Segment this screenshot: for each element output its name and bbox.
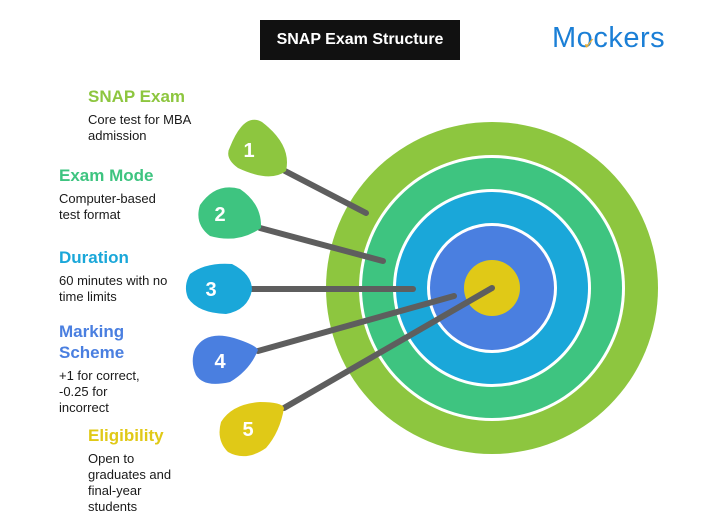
logo-o: o✓	[576, 22, 597, 55]
item-marking-scheme: Marking Scheme +1 for correct, -0.25 for…	[59, 321, 159, 416]
logo-part-2: ckers	[593, 22, 666, 54]
dart-number-3: 3	[205, 279, 216, 301]
dart-number-1: 1	[243, 140, 254, 162]
dart-shaft-2	[257, 225, 386, 264]
dart-flight-5	[219, 402, 284, 457]
item-description: Computer-based test format	[59, 191, 156, 222]
dart-number-4: 4	[214, 351, 226, 373]
dart-flight-2	[198, 187, 262, 239]
logo-part-1: M	[552, 22, 577, 54]
page-title: SNAP Exam Structure	[260, 20, 460, 60]
logo-part-o: o	[576, 22, 594, 54]
dart-shaft-5	[281, 285, 495, 411]
dart-number-5: 5	[242, 419, 253, 441]
item-description: Open to graduates and final-year student…	[88, 451, 172, 514]
item-description: +1 for correct, -0.25 for incorrect	[59, 368, 140, 415]
dart-flight-1	[228, 119, 287, 177]
page-title-text: SNAP Exam Structure	[276, 31, 444, 48]
dart-shaft-4	[255, 293, 457, 354]
check-icon: ✓	[582, 36, 597, 53]
item-heading: Eligibility	[88, 426, 164, 445]
dart-flight-3	[185, 263, 252, 314]
brand-logo: Mo✓ckers	[552, 22, 665, 55]
item-heading: SNAP Exam	[88, 87, 186, 106]
item-heading: Marking Scheme	[59, 322, 125, 362]
item-description: 60 minutes with no time limits	[59, 273, 168, 304]
dart-shaft-1	[282, 168, 369, 216]
item-exam-mode: Exam Mode Computer-based test format	[59, 165, 179, 223]
item-heading: Exam Mode	[59, 166, 154, 185]
item-eligibility: Eligibility Open to graduates and final-…	[88, 425, 188, 515]
item-duration: Duration 60 minutes with no time limits	[59, 247, 177, 305]
dart-number-2: 2	[214, 204, 225, 226]
dart-flight-4	[192, 335, 258, 384]
item-description: Core test for MBA admission	[88, 112, 191, 143]
item-snap-exam: SNAP Exam Core test for MBA admission	[88, 86, 228, 144]
item-heading: Duration	[59, 248, 129, 267]
